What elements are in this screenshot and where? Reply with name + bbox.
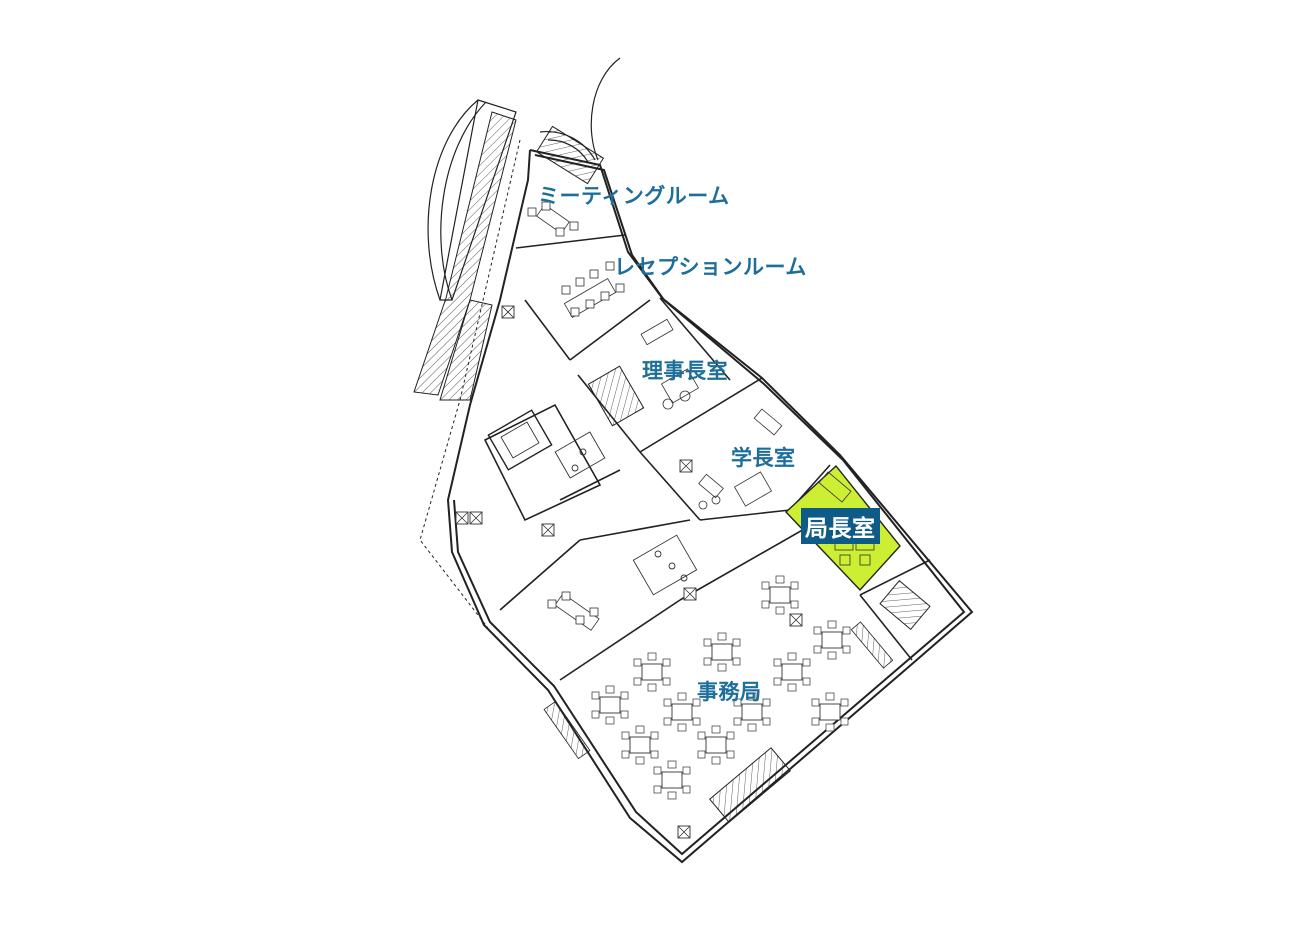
partitions	[483, 234, 931, 681]
room-label-administration: 事務局	[697, 680, 762, 704]
room-label-chairman: 理事長室	[642, 359, 728, 383]
room-label-meeting: ミーティングルーム	[538, 184, 730, 208]
west-ramp	[413, 111, 517, 401]
building-outline	[446, 149, 974, 864]
room-label-director: 局長室	[801, 508, 880, 544]
room-label-reception: レセプションルーム	[614, 255, 807, 279]
room-label-president: 学長室	[731, 446, 796, 470]
